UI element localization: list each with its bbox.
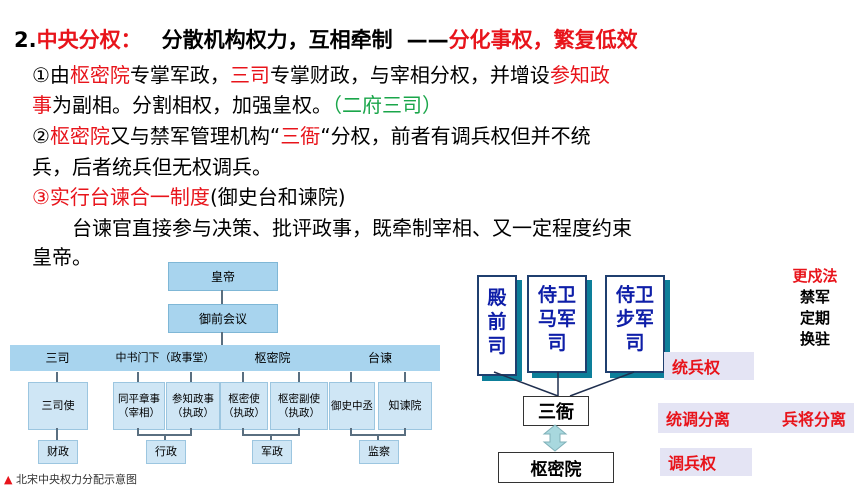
caption-text: 北宋中央权力分配示意图	[15, 473, 137, 486]
connector	[164, 434, 166, 440]
text: 兵，后者统兵但无权调兵。	[32, 155, 272, 179]
connector	[404, 428, 406, 434]
paragraph-line-7: 皇帝。	[32, 245, 92, 269]
heading-phrase: 分散机构权力，互相牵制	[161, 28, 393, 52]
org-branch-taijian: 台谏	[367, 351, 392, 365]
heading-number: 2.	[14, 28, 37, 52]
highlight: 三司	[229, 63, 270, 87]
gengshu-block: 更戍法 禁军 定期 换驻	[780, 266, 850, 350]
paragraph-line-1: ①由枢密院专掌军政，三司专掌财政，与宰相分权，并增设参知政	[32, 63, 610, 87]
highlight: 枢密院	[69, 63, 130, 87]
connector	[56, 428, 58, 440]
connector	[242, 428, 244, 434]
label-command: 统兵权	[664, 352, 754, 380]
connector	[137, 372, 139, 382]
connector	[270, 434, 272, 440]
org-leaf-junzheng: 军政	[252, 440, 292, 464]
highlight: 三衙	[280, 124, 321, 148]
org-sub-canzhi: 参知政事 （执政）	[166, 382, 220, 430]
text: ①由	[32, 63, 70, 87]
connector	[190, 372, 192, 382]
org-sub-shumifushi: 枢密副使 （执政）	[270, 382, 328, 430]
connector	[190, 428, 192, 434]
unit-dianqiansi: 殿 前 司	[477, 275, 517, 376]
label-separation-row: 统调分离 兵将分离	[658, 403, 854, 433]
gengshu-line: 换驻	[799, 330, 830, 348]
highlight: 事	[32, 93, 52, 117]
connector	[221, 332, 223, 345]
connector	[377, 434, 379, 440]
highlight: 枢密院	[49, 124, 110, 148]
org-leaf-caizheng: 财政	[38, 440, 78, 464]
org-caption: ▲ 北宋中央权力分配示意图	[4, 473, 137, 486]
org-emperor: 皇帝	[168, 262, 278, 291]
org-sub-zhijian: 知谏院	[378, 382, 432, 430]
connector	[137, 428, 139, 434]
paragraph-line-2: 事为副相。分割相权，加强皇权。（二府三司）	[32, 93, 442, 117]
unit-mamasi: 侍卫 马军 司	[527, 275, 587, 373]
connector	[56, 372, 58, 382]
org-branch-zhongshu: 中书门下（政事堂）	[115, 351, 215, 364]
text: (御史台和谏院)	[209, 185, 346, 209]
text: 皇帝。	[32, 245, 92, 269]
shumiyuan-box: 枢密院	[498, 452, 614, 483]
text: 又与禁军管理机构“	[109, 124, 281, 148]
connector	[404, 372, 406, 382]
org-sub-sansishi: 三司使	[28, 382, 88, 430]
green-note: （二府三司）	[332, 93, 442, 117]
section-heading: 2.中央分权： 分散机构权力，互相牵制 ——分化事权，繁复低效	[14, 24, 638, 54]
label-separation: 统调分离	[666, 410, 731, 429]
paragraph-line-5: ③实行台谏合一制度(御史台和谏院)	[32, 185, 346, 209]
gengshu-line: 禁军	[799, 288, 830, 306]
gengshu-line: 定期	[799, 309, 830, 327]
org-sub-shumishi: 枢密使 （执政）	[220, 382, 268, 430]
heading-title-red: 中央	[36, 28, 79, 52]
org-branch-shumi: 枢密院	[254, 351, 291, 365]
connector	[221, 290, 223, 304]
heading-conclusion: 分化事权，繁复低效	[448, 28, 638, 52]
paragraph-line-4: 兵，后者统兵但无权调兵。	[32, 155, 272, 179]
org-council: 御前会议	[168, 304, 278, 333]
text: 台谏官直接参与决策、批评政事，既牵制宰相、又一定程度约束	[72, 216, 632, 240]
text: “分权，前者有调兵权但并不统	[320, 124, 591, 148]
connector	[350, 372, 352, 382]
sanya-box: 三衙	[523, 396, 589, 426]
label-dispatch: 调兵权	[660, 448, 752, 476]
double-arrow-icon	[542, 424, 568, 452]
text: ②	[32, 124, 50, 148]
highlight: ③实行台谏合一制度	[32, 185, 210, 209]
connector	[242, 372, 244, 382]
unit-bujunsi: 侍卫 步军 司	[605, 275, 665, 373]
connector	[298, 372, 300, 382]
org-leaf-jiancha: 监察	[359, 440, 399, 464]
text: 为副相。分割相权，加强皇权。	[52, 93, 332, 117]
paragraph-line-6: 台谏官直接参与决策、批评政事，既牵制宰相、又一定程度约束	[72, 216, 632, 240]
org-sub-yushi: 御史中丞	[329, 382, 375, 430]
connector	[298, 428, 300, 434]
branch-band	[10, 345, 440, 371]
org-leaf-xingzheng: 行政	[146, 440, 186, 464]
text: 专掌财政，与宰相分权，并增设	[269, 63, 550, 87]
connector	[350, 428, 352, 434]
heading-dash: ——	[406, 28, 449, 52]
org-branch-sansi: 三司	[45, 351, 70, 365]
paragraph-line-3: ②枢密院又与禁军管理机构“三衙“分权，前者有调兵权但并不统	[32, 124, 591, 148]
highlight: 参知政	[549, 63, 610, 87]
label-separation2: 兵将分离	[781, 410, 846, 429]
text: 专掌军政，	[129, 63, 230, 87]
gengshu-title: 更戍法	[792, 267, 838, 285]
org-sub-pingzhangshi: 同平章事 （宰相）	[113, 382, 165, 430]
heading-title-black: 分权：	[78, 28, 142, 52]
connector-lines	[493, 371, 635, 397]
